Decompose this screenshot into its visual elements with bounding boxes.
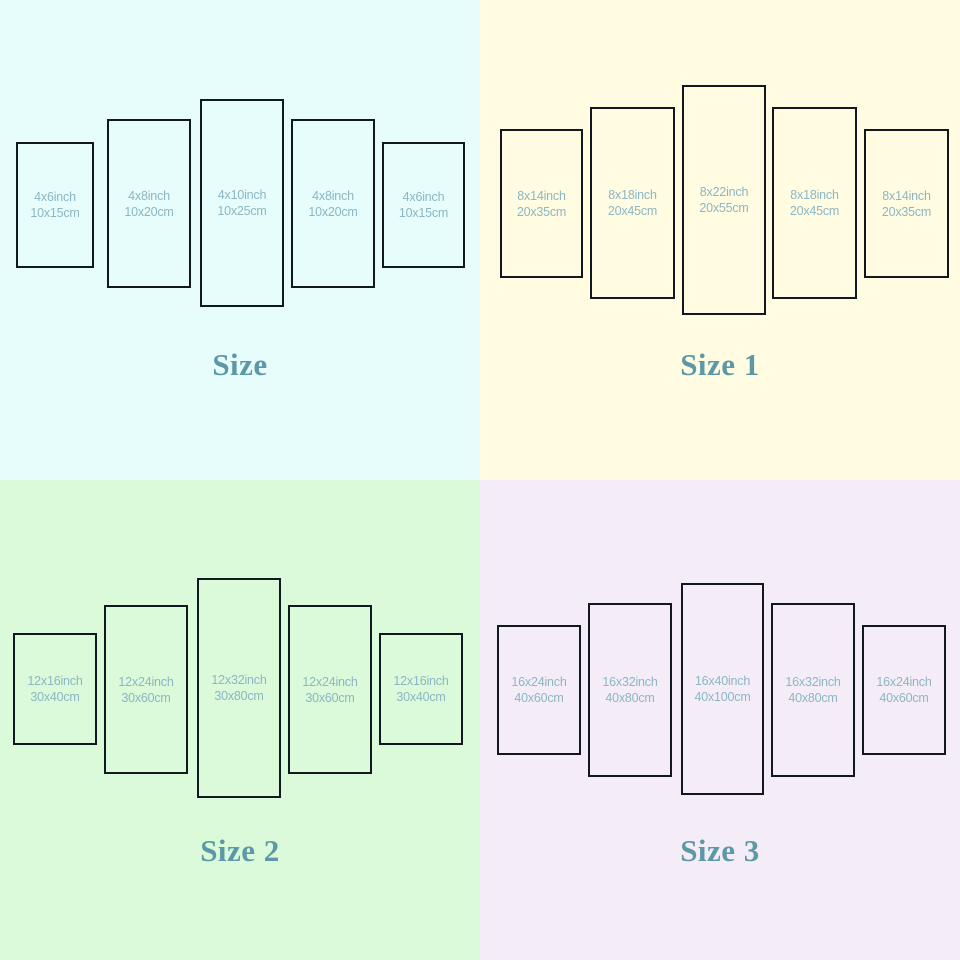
canvas-panel-size-3-4: 16x32inch 40x80cm	[771, 603, 855, 777]
canvas-panel-size-3-5: 16x24inch 40x60cm	[862, 625, 946, 755]
panel-size-inch: 4x8inch	[128, 188, 170, 203]
panel-size-inch: 12x32inch	[211, 673, 267, 687]
canvas-panel-size-2-5: 12x16inch 30x40cm	[379, 633, 463, 745]
panel-size-label: 16x32inch 40x80cm	[602, 674, 657, 706]
panel-size-inch: 12x24inch	[118, 674, 174, 689]
panel-size-inch: 8x14inch	[882, 188, 931, 203]
panel-size-label: 12x16inch 30x40cm	[393, 673, 448, 705]
panel-size-cm: 20x45cm	[607, 204, 658, 218]
quadrant-title-size-1: Size 1	[680, 347, 760, 382]
panel-size-inch: 16x32inch	[602, 675, 658, 689]
panel-size-cm: 20x35cm	[516, 204, 567, 219]
quadrant-title-size: Size	[212, 347, 268, 382]
panel-size-inch: 12x16inch	[393, 674, 449, 688]
panel-size-label: 16x24inch 40x60cm	[876, 674, 931, 706]
panel-size-label: 8x22inch 20x55cm	[699, 184, 749, 216]
panel-size-inch: 16x40inch	[694, 674, 751, 688]
panel-size-cm: 30x40cm	[396, 690, 446, 704]
canvas-panel-size-3-1: 16x24inch 40x60cm	[497, 625, 581, 755]
canvas-panel-size-5: 4x6inch 10x15cm	[382, 142, 465, 268]
panel-size-cm: 10x15cm	[398, 206, 449, 220]
panel-size-cm: 30x60cm	[121, 690, 171, 705]
canvas-panel-size-3-3: 16x40inch 40x100cm	[681, 583, 764, 795]
quadrant-size-3	[480, 480, 960, 960]
canvas-panel-size-1: 4x6inch 10x15cm	[16, 142, 94, 268]
panel-size-cm: 10x15cm	[30, 206, 80, 220]
panel-size-inch: 4x10inch	[217, 188, 267, 202]
canvas-panel-size-3: 4x10inch 10x25cm	[200, 99, 284, 307]
panel-size-cm: 20x35cm	[881, 204, 932, 219]
panel-size-inch: 16x24inch	[511, 675, 567, 689]
panel-size-cm: 10x20cm	[124, 204, 174, 219]
canvas-panel-size-1-4: 8x18inch 20x45cm	[772, 107, 857, 299]
panel-size-inch: 8x22inch	[699, 185, 749, 199]
panel-size-label: 16x32inch 40x80cm	[785, 674, 840, 706]
panel-size-inch: 8x18inch	[790, 188, 839, 202]
panel-size-cm: 40x80cm	[788, 691, 838, 705]
canvas-panel-size-1-3: 8x22inch 20x55cm	[682, 85, 766, 315]
panel-size-label: 12x32inch 30x80cm	[211, 672, 266, 704]
canvas-panel-size-1-2: 8x18inch 20x45cm	[590, 107, 675, 299]
panel-size-cm: 40x60cm	[514, 691, 564, 705]
panel-size-label: 8x18inch 20x45cm	[607, 187, 658, 219]
panel-size-inch: 4x6inch	[402, 190, 445, 204]
panel-size-cm: 20x55cm	[699, 201, 749, 215]
panel-size-inch: 16x32inch	[785, 675, 841, 689]
panel-size-label: 16x40inch 40x100cm	[694, 673, 750, 705]
panel-size-label: 4x6inch 10x15cm	[30, 189, 80, 221]
panel-size-label: 4x6inch 10x15cm	[398, 189, 449, 221]
panel-size-inch: 16x24inch	[876, 675, 932, 689]
canvas-panel-size-3-2: 16x32inch 40x80cm	[588, 603, 672, 777]
panel-size-cm: 20x45cm	[789, 204, 840, 218]
panel-size-label: 12x16inch 30x40cm	[27, 673, 82, 705]
panel-size-cm: 30x80cm	[214, 689, 264, 703]
quadrant-size-2	[0, 480, 480, 960]
panel-size-inch: 12x24inch	[302, 674, 358, 689]
panel-size-inch: 8x18inch	[608, 188, 657, 202]
panel-size-cm: 30x40cm	[30, 690, 80, 704]
panel-size-label: 16x24inch 40x60cm	[511, 674, 566, 706]
panel-size-cm: 40x80cm	[605, 691, 655, 705]
panel-size-cm: 10x25cm	[217, 204, 267, 218]
panel-size-inch: 8x14inch	[517, 188, 566, 203]
quadrant-title-size-2: Size 2	[200, 833, 280, 868]
panel-size-label: 8x18inch 20x45cm	[789, 187, 840, 219]
panel-size-inch: 4x8inch	[312, 188, 354, 203]
quadrant-title-size-3: Size 3	[680, 833, 760, 868]
panel-size-inch: 4x6inch	[34, 190, 76, 204]
canvas-panel-size-2-1: 12x16inch 30x40cm	[13, 633, 97, 745]
panel-size-cm: 30x60cm	[305, 690, 355, 705]
panel-size-label: 4x10inch 10x25cm	[217, 187, 267, 219]
panel-size-inch: 12x16inch	[27, 674, 83, 688]
panel-size-cm: 10x20cm	[308, 204, 358, 219]
quadrant-size-1	[480, 0, 960, 480]
panel-size-cm: 40x100cm	[694, 690, 751, 704]
panel-size-cm: 40x60cm	[879, 691, 929, 705]
quadrant-size	[0, 0, 480, 480]
canvas-panel-size-2-3: 12x32inch 30x80cm	[197, 578, 281, 798]
